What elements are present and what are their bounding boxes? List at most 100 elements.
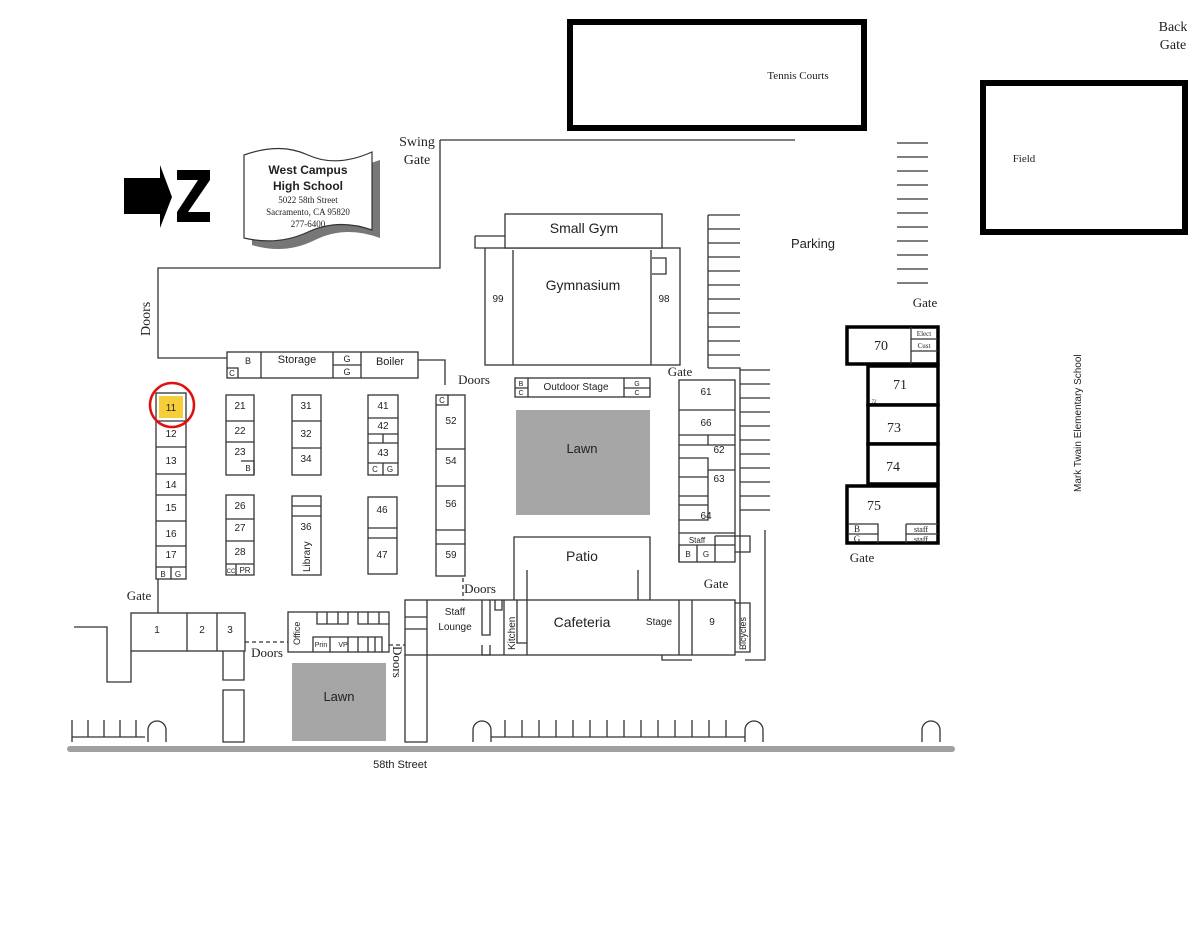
school-name-2: High School: [273, 179, 343, 193]
field-label: Field: [1013, 153, 1036, 165]
custodian-label: C: [229, 369, 235, 378]
room-64: 64: [700, 511, 712, 522]
school-city: Sacramento, CA 95820: [266, 207, 350, 217]
room-70: 70: [874, 339, 888, 354]
cafeteria-label: Cafeteria: [554, 614, 611, 630]
room-15: 15: [165, 503, 177, 514]
doors-label: Doors: [139, 302, 154, 336]
electrical-label: Elect: [917, 330, 931, 338]
wing-50: [435, 394, 466, 577]
school-address: 5022 58th Street: [278, 195, 338, 205]
stage-label: Stage: [646, 617, 673, 628]
room-36: 36: [300, 522, 312, 533]
room-61: 61: [700, 387, 712, 398]
cafeteria-building: [404, 599, 751, 743]
wing-20: [225, 394, 255, 576]
front-building: [130, 612, 246, 743]
doors-label: Doors: [464, 581, 496, 596]
room-34: 34: [300, 454, 312, 465]
bathroom-label: B: [160, 570, 165, 579]
room-11[interactable]: 11: [166, 403, 177, 414]
staff-lounge-label-2: Lounge: [438, 622, 472, 633]
room-32: 32: [300, 429, 312, 440]
office-building: [287, 611, 390, 653]
parking-stripes: [707, 142, 928, 661]
staff-lounge-label: Staff: [445, 607, 466, 618]
principal-label: Prin: [315, 642, 328, 649]
tennis-courts: [567, 19, 867, 131]
gym-complex: [474, 213, 681, 366]
small-gym-label: Small Gym: [550, 220, 618, 236]
custodian-label: Cust: [918, 342, 931, 350]
swing-gate-label-2: Gate: [404, 153, 430, 168]
school-phone: 277-6400: [291, 219, 326, 229]
kitchen-label: Kitchen: [507, 617, 518, 650]
gate-label: Gate: [913, 295, 938, 310]
room-22: 22: [234, 426, 246, 437]
room-1: 1: [154, 625, 160, 636]
north-arrow-icon: [124, 165, 210, 228]
girls-label: G: [703, 550, 709, 559]
bathroom-label: B: [245, 464, 250, 473]
custodian-label: C: [518, 390, 523, 397]
lawn-front: [292, 663, 386, 741]
field: [980, 80, 1188, 235]
girls-label: G: [175, 570, 181, 579]
room-9: 9: [709, 617, 715, 628]
highlight-marker: [159, 396, 183, 418]
room-12: 12: [165, 429, 177, 440]
tennis-courts-label: Tennis Courts: [767, 70, 828, 82]
staff-label: staff: [914, 525, 928, 534]
staff-label: staff: [914, 535, 928, 544]
room-63: 63: [713, 474, 725, 485]
room-13: 13: [165, 456, 177, 467]
room-62: 62: [713, 445, 725, 456]
lawn-label: Lawn: [323, 689, 354, 704]
room-42: 42: [377, 421, 389, 432]
room-99: 99: [492, 294, 504, 305]
room-2: 2: [199, 625, 205, 636]
school-sign: [243, 147, 380, 249]
room-59: 59: [445, 550, 457, 561]
back-gate-label: Back: [1159, 20, 1188, 35]
outdoor-stage-label: Outdoor Stage: [543, 382, 608, 393]
gate-label: Gate: [668, 364, 693, 379]
room-73: 73: [887, 421, 901, 436]
school-name: West Campus: [268, 163, 347, 177]
storage-label: Storage: [278, 354, 317, 366]
girls-label: G: [854, 534, 861, 544]
room-72: 72: [872, 400, 878, 405]
doors-label: Doors: [251, 645, 283, 660]
gate-label: Gate: [127, 588, 152, 603]
room-31: 31: [300, 401, 312, 412]
room-41: 41: [377, 401, 389, 412]
fence: [157, 139, 795, 350]
gate-label: Gate: [850, 550, 875, 565]
room-3: 3: [227, 625, 233, 636]
gate-label: Gate: [704, 576, 729, 591]
storage-building: [226, 351, 419, 379]
room-17: 17: [165, 550, 177, 561]
room-23: 23: [234, 447, 246, 458]
parking-label: Parking: [791, 236, 835, 251]
room-75: 75: [867, 499, 881, 514]
bathroom-label: B: [245, 356, 251, 366]
bathroom-label: B: [519, 381, 524, 388]
pr-label: PR: [239, 566, 250, 575]
doors-label: Doors: [458, 372, 490, 387]
library-label: Library: [302, 541, 313, 572]
doors-label: Doors: [390, 646, 405, 678]
room-28: 28: [234, 547, 246, 558]
room-98: 98: [658, 294, 670, 305]
girls-label: G: [387, 465, 393, 474]
room-27: 27: [234, 523, 246, 534]
gymnasium-label: Gymnasium: [546, 277, 621, 293]
patio-label: Patio: [566, 548, 598, 564]
lawn: [516, 410, 650, 515]
wing-30: [291, 394, 322, 576]
staff-label: Staff: [689, 536, 706, 545]
girls-label: G: [343, 354, 350, 364]
room-54: 54: [445, 456, 457, 467]
back-gate-label-2: Gate: [1160, 38, 1186, 53]
bathroom-label: B: [685, 550, 690, 559]
